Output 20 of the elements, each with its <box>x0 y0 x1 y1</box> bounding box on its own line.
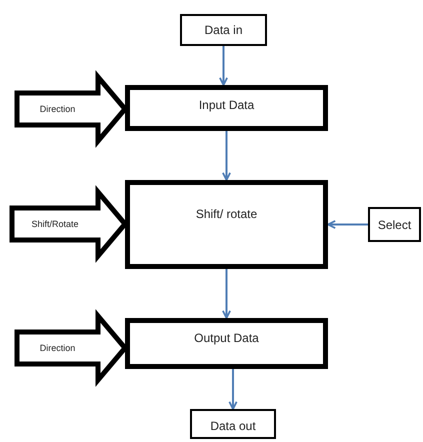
edge-label: Shift/Rotate <box>30 219 80 229</box>
arrow <box>222 131 231 181</box>
node-label: Output Data <box>194 331 259 345</box>
edge-label: Direction <box>38 104 76 114</box>
process-box <box>125 180 328 269</box>
node-label: Shift/ rotate <box>196 207 258 221</box>
arrow <box>219 46 228 86</box>
arrow <box>222 269 231 319</box>
node-label: Input Data <box>198 98 254 112</box>
arrow <box>228 369 238 410</box>
arrow <box>327 220 368 229</box>
process-box <box>180 14 267 46</box>
edge-label: Direction <box>38 343 76 353</box>
process-box <box>190 409 276 439</box>
process-box <box>125 318 328 369</box>
process-box <box>125 85 328 131</box>
node-label: Data out <box>210 419 256 433</box>
node-label: Data in <box>204 23 243 37</box>
node-label: Select <box>378 218 412 232</box>
process-box <box>368 207 421 242</box>
